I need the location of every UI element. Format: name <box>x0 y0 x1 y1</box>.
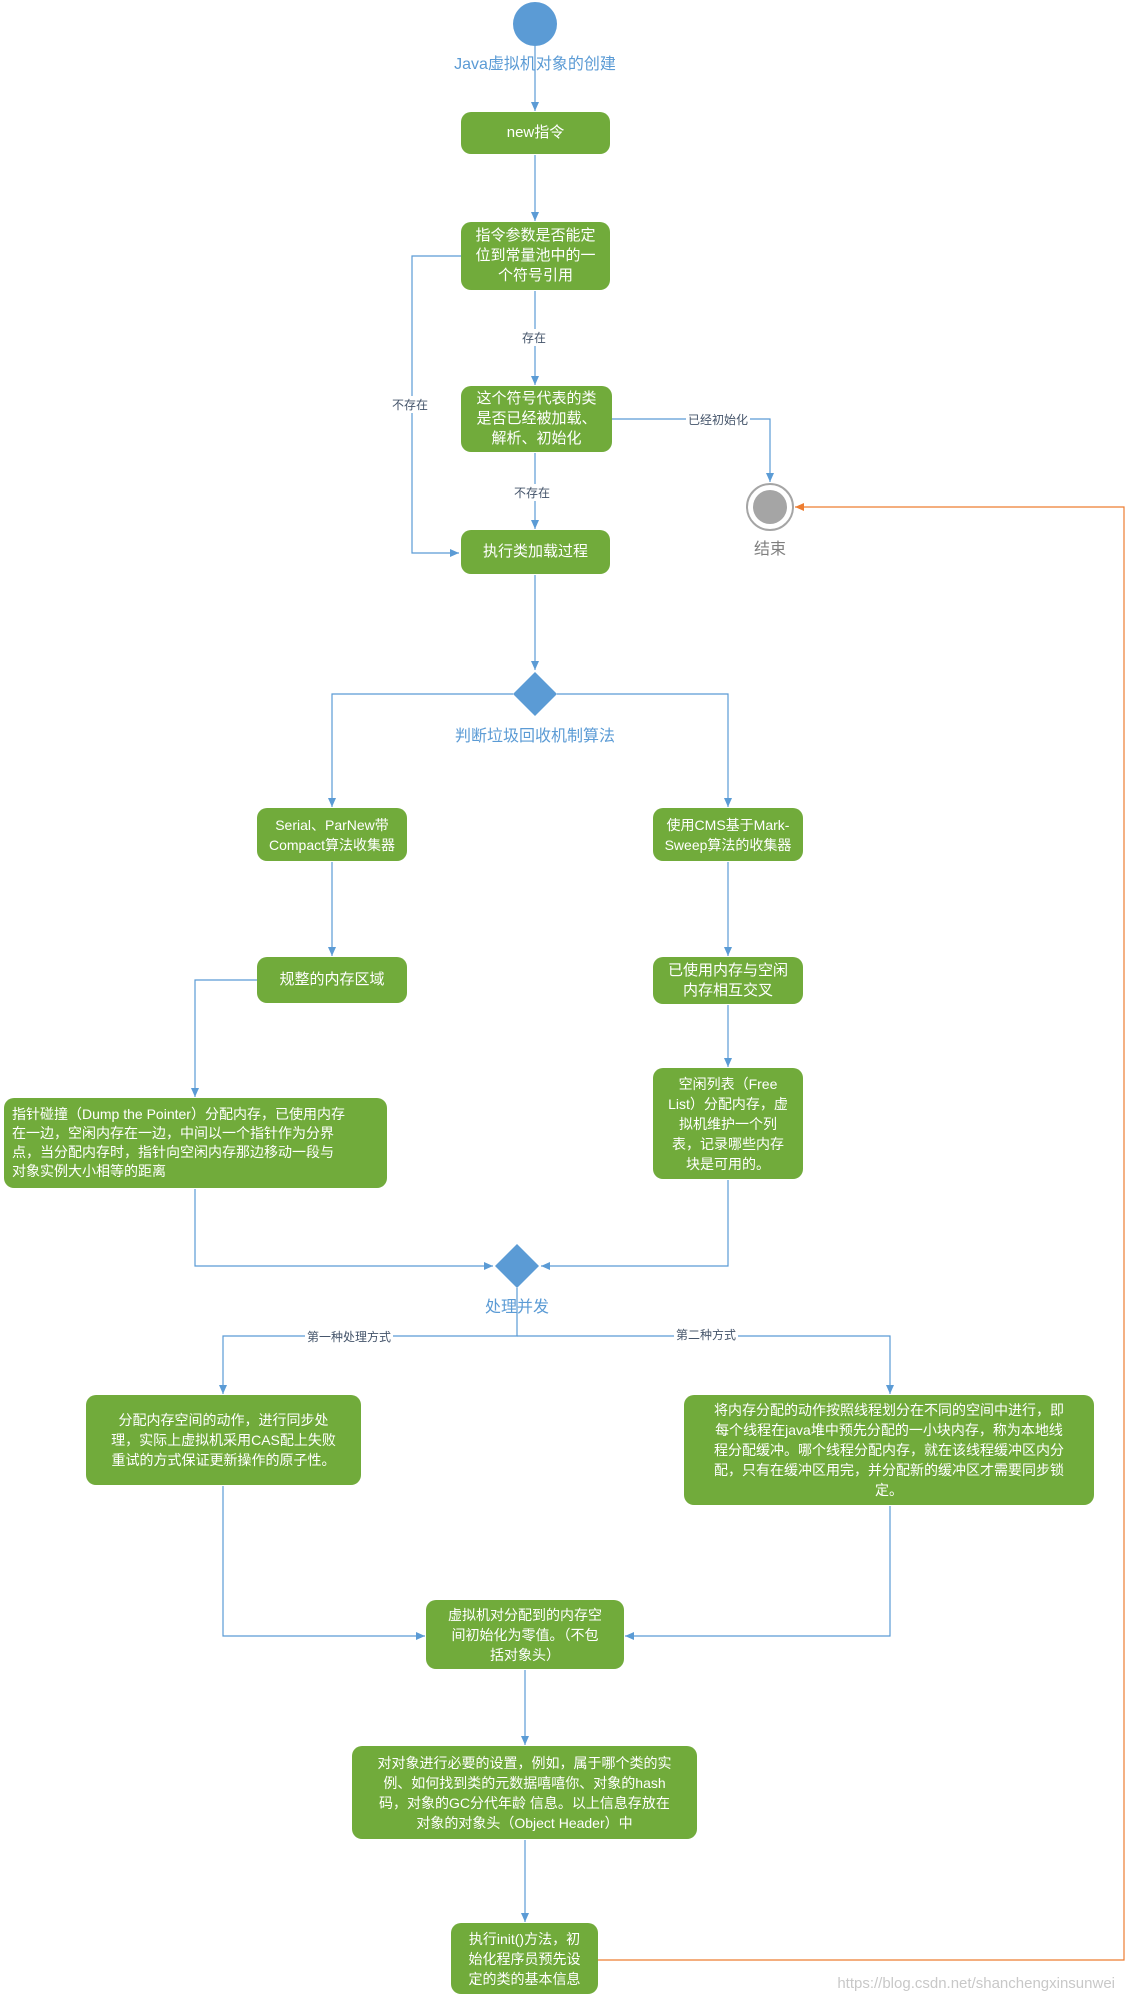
edge-freelist-concurrency <box>541 1180 729 1270</box>
edge-tlab-zeroinit <box>625 1506 891 1640</box>
node-locate-symbol: 指令参数是否能定 位到常量池中的一 个符号引用 <box>461 222 610 290</box>
edge-concurrency-tlab <box>517 1335 894 1394</box>
decision-concurrency-label: 处理并发 <box>484 1299 549 1316</box>
node-init-method: 执行init()方法，初 始化程序员预先设 定的类的基本信息 <box>451 1923 598 1994</box>
edge-label-exists: 存在 <box>520 329 549 346</box>
watermark: https://blog.csdn.net/shanchengxinsunwei <box>837 1975 1115 1992</box>
edge-regular-bump <box>191 979 258 1097</box>
edge-sync-zeroinit <box>222 1486 425 1640</box>
edge-label-already-init: 已经初始化 <box>686 411 751 428</box>
edge-classloaded-init <box>612 418 774 482</box>
node-regular-memory: 规整的内存区域 <box>257 957 407 1003</box>
edge-label-first-method: 第一种处理方式 <box>305 1328 394 1345</box>
edge-label-second-method: 第二种方式 <box>674 1326 739 1343</box>
decision-concurrency <box>495 1244 539 1288</box>
node-do-class-load: 执行类加载过程 <box>461 530 610 574</box>
decision-gc-algorithm-label: 判断垃圾回收机制算法 <box>454 728 615 745</box>
node-bump-pointer: 指针碰撞（Dump the Pointer）分配内存，已使用内存 在一边，空闲内… <box>4 1098 387 1188</box>
node-cms: 使用CMS基于Mark- Sweep算法的收集器 <box>653 808 803 861</box>
node-serial-parnew: Serial、ParNew带 Compact算法收集器 <box>257 808 407 861</box>
start-node <box>513 2 557 46</box>
edge-label-not-exists-left: 不存在 <box>390 396 431 413</box>
node-tlab: 将内存分配的动作按照线程划分在不同的空间中进行，即 每个线程在java堆中预先分… <box>684 1395 1094 1505</box>
end-node <box>753 490 787 524</box>
node-zero-init: 虚拟机对分配到的内存空 间初始化为零值。（不包 括对象头） <box>426 1600 624 1669</box>
edge-initmethod-end <box>598 503 1125 1961</box>
edge-decision-serial <box>328 693 513 807</box>
node-new-instruction: new指令 <box>461 112 610 154</box>
edge-decision-cms <box>557 693 732 807</box>
end-label: 结束 <box>753 541 786 558</box>
node-free-list: 空闲列表（Free List）分配内存，虚 拟机维护一个列 表，记录哪些内存 块… <box>653 1068 803 1179</box>
edge-label-not-exists-down: 不存在 <box>512 484 553 501</box>
edge-bump-concurrency <box>194 1189 493 1270</box>
node-class-loaded: 这个符号代表的类 是否已经被加载、 解析、初始化 <box>461 386 612 452</box>
start-label: Java虚拟机对象的创建 <box>454 56 616 73</box>
node-interleaved-memory: 已使用内存与空闲 内存相互交叉 <box>653 957 803 1004</box>
decision-gc-algorithm <box>513 672 557 716</box>
node-sync-allocation: 分配内存空间的动作，进行同步处 理，实际上虚拟机采用CAS配上失败 重试的方式保… <box>86 1395 361 1485</box>
node-set-header: 对对象进行必要的设置，例如，属于哪个类的实 例、如何找到类的元数据嘻嘻你、对象的… <box>352 1746 697 1839</box>
